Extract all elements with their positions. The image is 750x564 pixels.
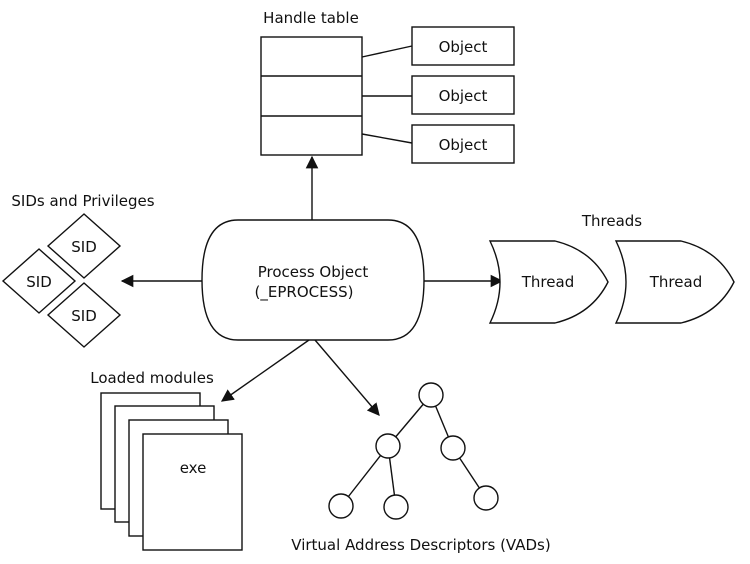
thread-label: Thread [649,273,702,291]
sids-title: SIDs and Privileges [11,192,154,210]
process-shape [201,219,425,341]
sid-label: SID [71,307,97,325]
sid-diamond: SID [1,248,77,314]
arrow-to-modules [220,339,310,402]
process-label-line2: (_EPROCESS) [255,283,354,302]
process-object: Process Object (_EPROCESS) [201,219,425,341]
object-box: Object [411,124,515,164]
sid-diamond: SID [46,213,122,279]
vad-edge [340,445,389,507]
handle-table-group: Handle table Object Object Object [260,9,515,164]
vad-node [328,493,354,519]
sid-label: SID [71,238,97,256]
handle-table [260,36,363,156]
module-label: exe [180,459,207,477]
object-box: Object [411,75,515,115]
vad-node [418,382,444,408]
handle-table-title: Handle table [263,9,359,27]
modules-group: Loaded modules exe [90,369,243,551]
vads-title: Virtual Address Descriptors (VADs) [291,536,550,554]
thread-label: Thread [521,273,574,291]
sid-label: SID [26,273,52,291]
object-label: Object [439,87,488,105]
arrow-to-vads [314,339,380,416]
vad-node [383,494,409,520]
vad-node [473,485,499,511]
handle-connector [361,133,413,144]
modules-title: Loaded modules [90,369,214,387]
thread-shape: Thread [488,240,609,324]
object-box: Object [411,26,515,66]
sid-diamond: SID [46,282,122,348]
handle-connector [361,45,413,58]
vad-tree: Virtual Address Descriptors (VADs) [291,382,551,554]
process-label-line1: Process Object [258,263,369,281]
thread-shape: Thread [614,240,735,324]
sids-group: SIDs and Privileges SID SID SID [1,192,155,348]
vad-node [440,435,466,461]
object-label: Object [439,136,488,154]
module-page [142,433,243,551]
threads-group: Threads Thread Thread [488,212,735,324]
vad-node [375,433,401,459]
object-label: Object [439,38,488,56]
threads-title: Threads [581,212,642,230]
